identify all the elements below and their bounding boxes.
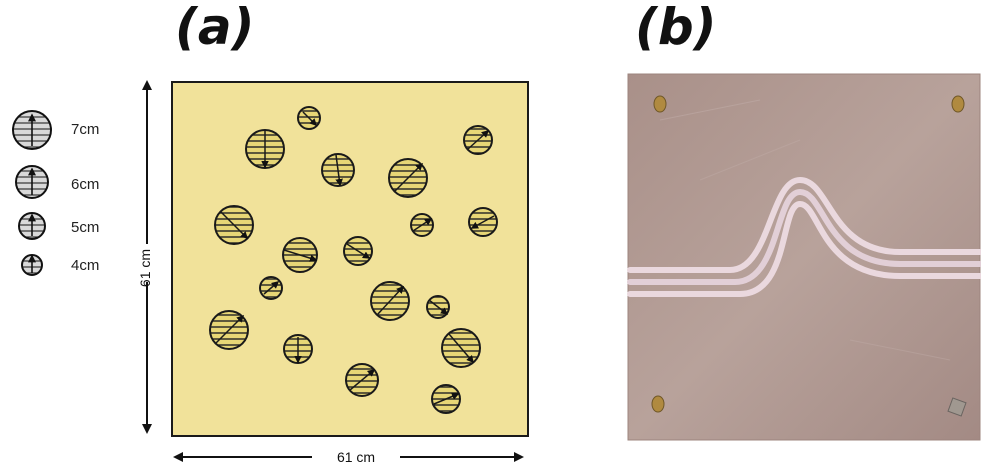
disk — [343, 236, 373, 266]
acrylic-plate-photo — [627, 73, 981, 441]
panel-a-label: (a) — [175, 0, 255, 56]
channel-grooves — [627, 176, 981, 297]
disk — [214, 205, 254, 245]
dimension-arrows — [142, 80, 524, 462]
legend-label-7cm: 7cm — [71, 121, 100, 138]
disk — [283, 334, 313, 364]
disk — [441, 328, 481, 368]
disk — [297, 106, 321, 130]
disk — [321, 153, 355, 187]
legend-label-4cm: 4cm — [71, 257, 100, 274]
legend-label-6cm: 6cm — [71, 176, 100, 193]
disk — [245, 129, 285, 169]
dimension-width-label: 61 cm — [336, 449, 376, 465]
legend-label-5cm: 5cm — [71, 219, 100, 236]
legend-disks — [12, 110, 52, 276]
disk — [431, 384, 461, 414]
disk — [388, 158, 428, 198]
disk — [259, 276, 283, 300]
legend-disk-5cm — [18, 212, 46, 240]
disk-field — [209, 106, 498, 414]
disk — [426, 295, 450, 319]
legend-disk-4cm — [21, 254, 43, 276]
disk — [410, 213, 434, 237]
panel-b-label: (b) — [635, 0, 717, 56]
legend-disk-6cm — [15, 165, 49, 199]
disk — [463, 125, 493, 155]
disk — [370, 281, 410, 321]
disk — [468, 207, 498, 237]
disk — [209, 310, 249, 350]
legend-disk-7cm — [12, 110, 52, 150]
disk — [282, 237, 318, 273]
disk — [345, 363, 379, 397]
corner-screws — [651, 95, 967, 417]
